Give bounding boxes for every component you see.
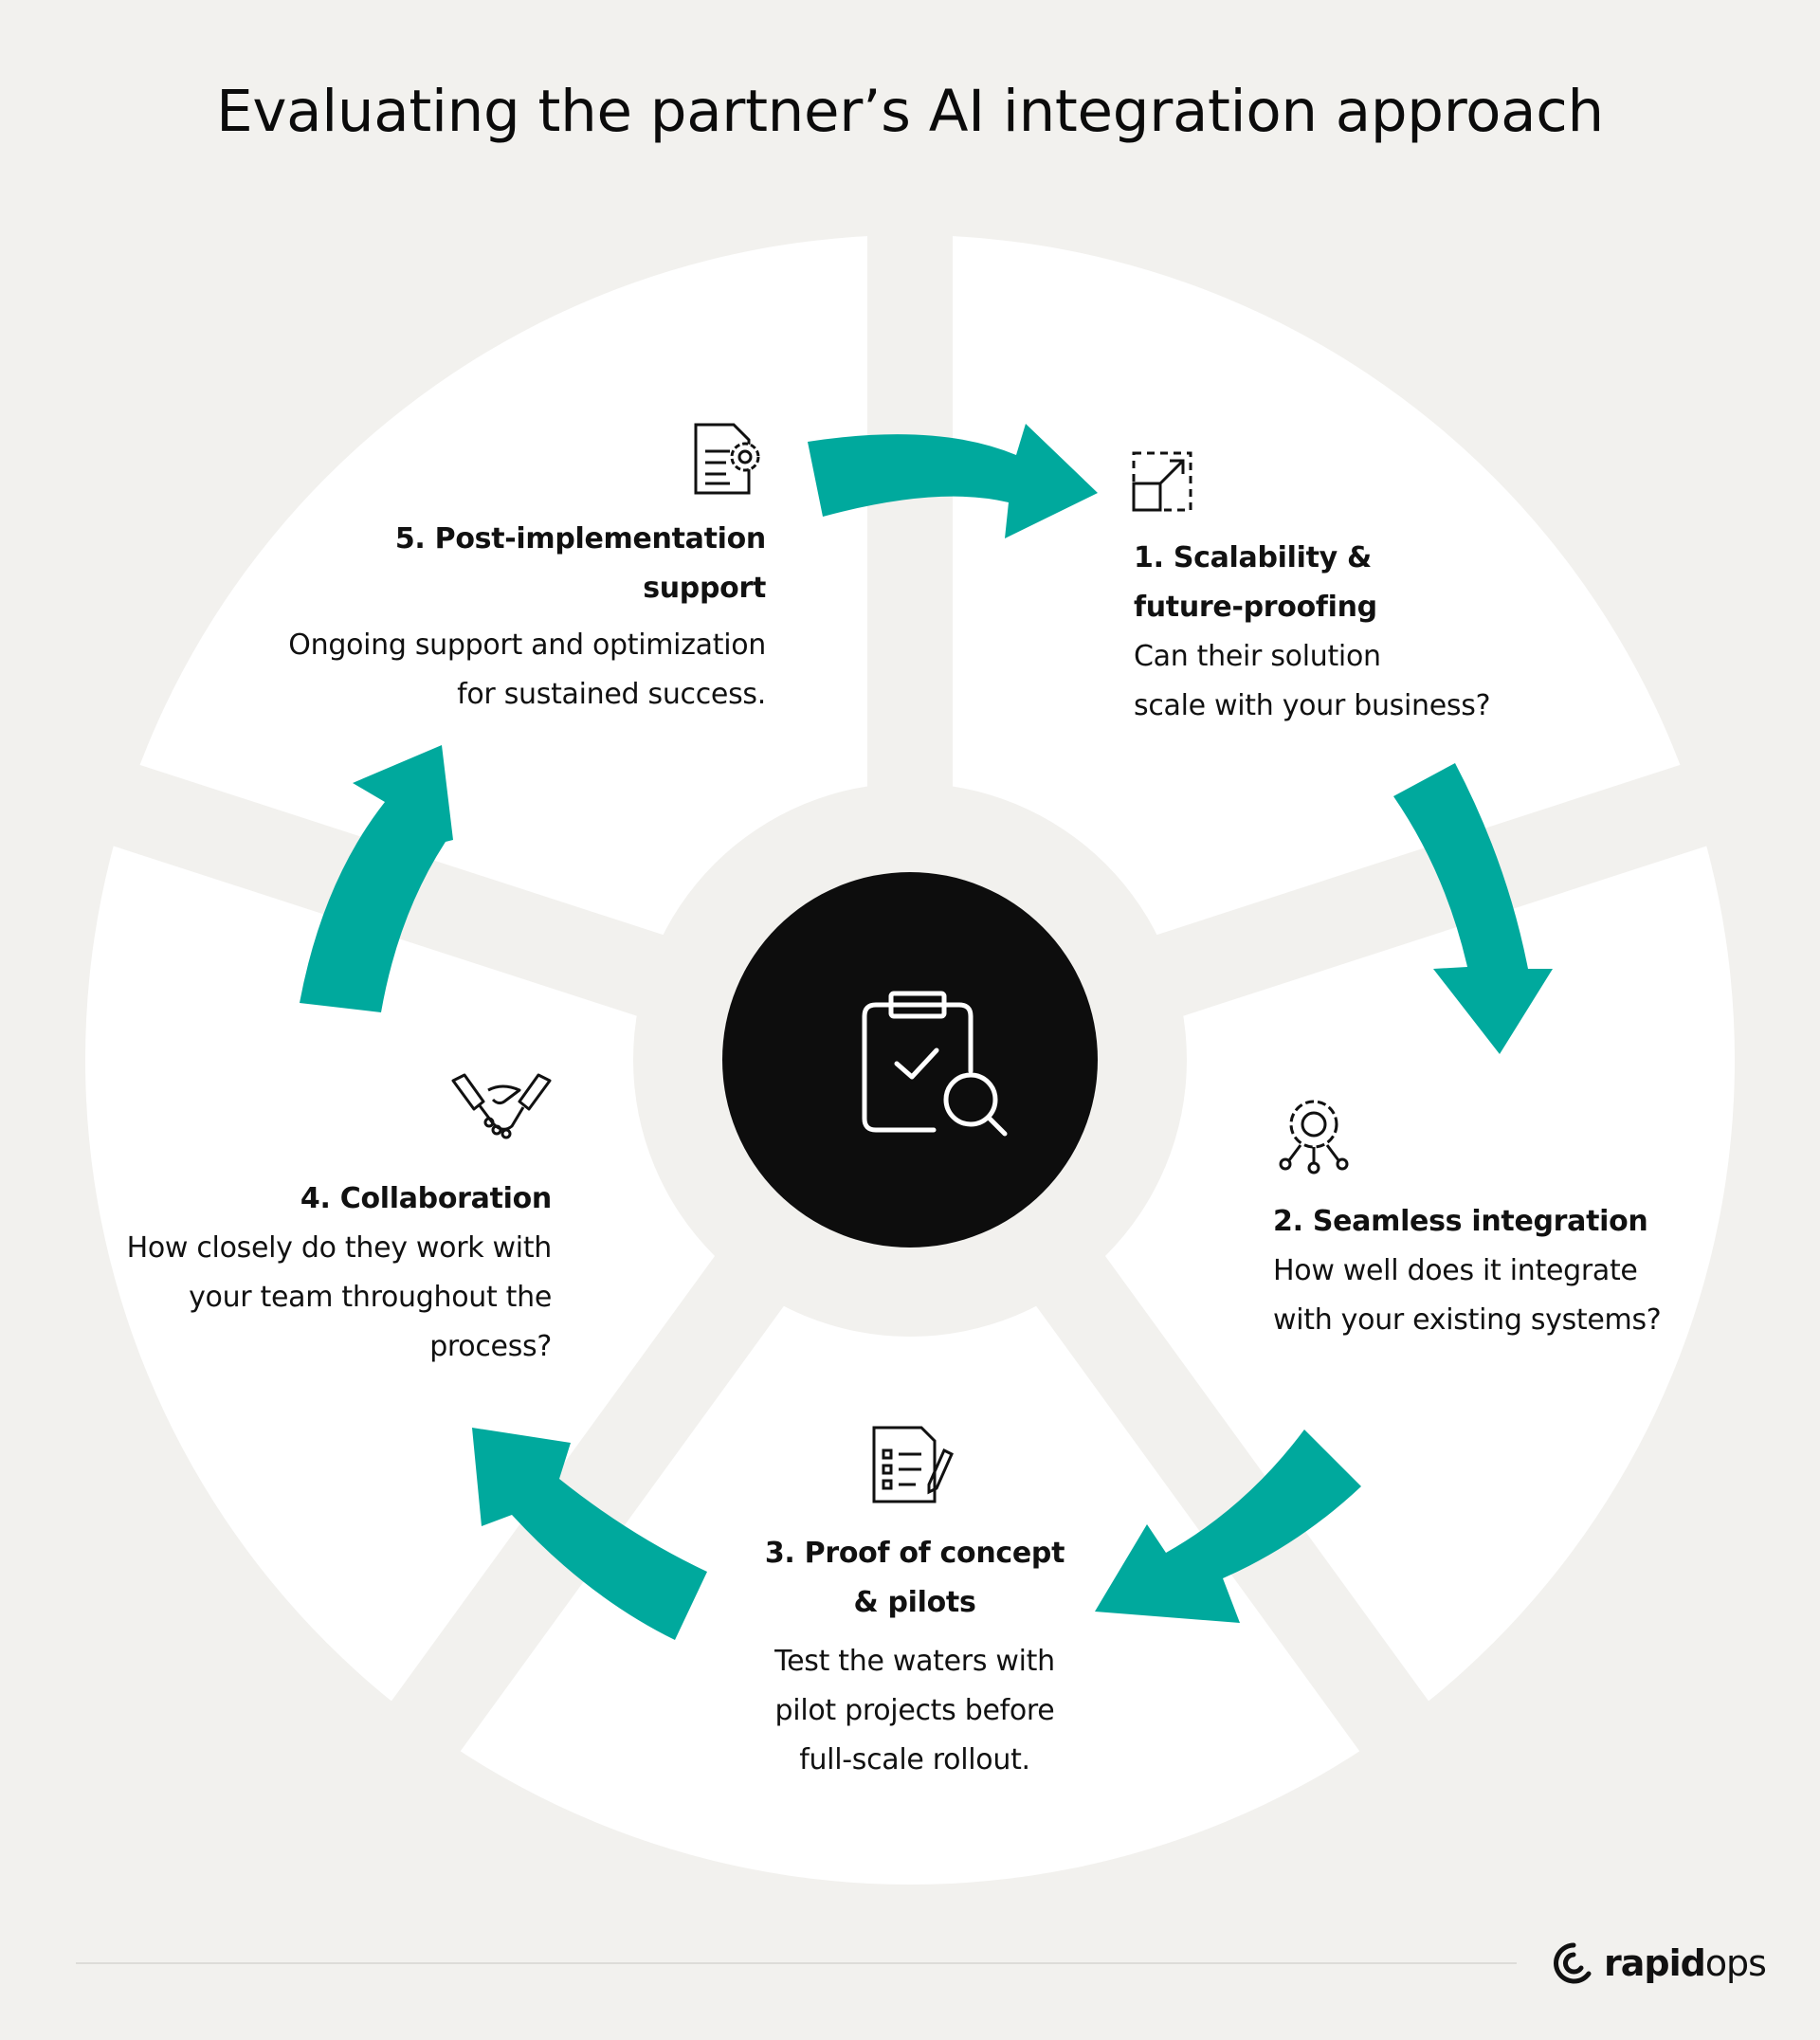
step-3-title-line: 3. Proof of concept xyxy=(764,1537,1065,1570)
step-1-title-line: 1. Scalability & xyxy=(1134,541,1372,574)
step-2: 2. Seamless integration How well does it… xyxy=(1273,1197,1709,1345)
step-4-title: 4. Collaboration xyxy=(95,1175,552,1224)
step-3-title-line: & pilots xyxy=(853,1586,976,1619)
step-2-desc-line: with your existing systems? xyxy=(1273,1303,1662,1337)
step-4-desc-line: How closely do they work with xyxy=(126,1231,553,1265)
step-1-desc-line: scale with your business? xyxy=(1134,689,1491,722)
step-4: 4. Collaboration How closely do they wor… xyxy=(95,1175,553,1372)
rapidops-logo-icon xyxy=(1554,1942,1592,1984)
step-5-title-line: support xyxy=(643,572,766,605)
center-circle xyxy=(722,872,1098,1248)
step-5: 5. Post-implementation support Ongoing s… xyxy=(256,515,766,719)
step-1-description: Can their solution scale with your busin… xyxy=(1134,632,1532,731)
step-3-description: Test the waters with pilot projects befo… xyxy=(720,1637,1109,1785)
step-5-desc-line: Ongoing support and optimization xyxy=(288,628,766,662)
step-2-description: How well does it integrate with your exi… xyxy=(1273,1247,1709,1345)
step-4-title-line: 4. Collaboration xyxy=(300,1182,552,1215)
checklist-pencil-icon xyxy=(872,1426,954,1503)
arrow-5-to-1 xyxy=(808,424,1098,538)
step-2-title: 2. Seamless integration xyxy=(1273,1197,1709,1247)
cycle-arrows xyxy=(300,424,1553,1640)
step-4-desc-line: process? xyxy=(429,1330,552,1363)
step-1-title: 1. Scalability & future-proofing xyxy=(1134,534,1532,632)
arrow-2-to-3 xyxy=(1095,1430,1361,1623)
step-1: 1. Scalability & future-proofing Can the… xyxy=(1134,534,1532,731)
brand-name-part2: ops xyxy=(1704,1942,1767,1984)
step-5-title: 5. Post-implementation support xyxy=(256,515,766,613)
brand-logo: rapidops xyxy=(1551,1938,1767,1989)
step-3-desc-line: pilot projects before xyxy=(774,1694,1055,1727)
step-3-desc-line: full-scale rollout. xyxy=(799,1743,1030,1776)
step-2-title-line: 2. Seamless integration xyxy=(1273,1205,1648,1238)
arrow-3-to-4 xyxy=(472,1428,707,1640)
document-gear-icon xyxy=(694,423,760,495)
step-3: 3. Proof of concept & pilots Test the wa… xyxy=(720,1529,1109,1785)
step-5-title-line: 5. Post-implementation xyxy=(394,522,766,556)
step-2-desc-line: How well does it integrate xyxy=(1273,1254,1638,1287)
footer-divider xyxy=(76,1962,1517,1964)
brand-name-part1: rapid xyxy=(1604,1942,1706,1984)
step-1-desc-line: Can their solution xyxy=(1134,640,1381,673)
step-5-description: Ongoing support and optimization for sus… xyxy=(256,621,766,719)
clipboard-search-icon xyxy=(862,991,1008,1137)
step-1-title-line: future-proofing xyxy=(1134,591,1377,624)
page-title: Evaluating the partner’s AI integration … xyxy=(216,78,1604,145)
gear-network-icon xyxy=(1279,1100,1349,1175)
arrow-1-to-2 xyxy=(1393,763,1553,1054)
scale-expand-icon xyxy=(1132,451,1192,512)
step-4-desc-line: your team throughout the xyxy=(189,1281,552,1314)
step-3-title: 3. Proof of concept & pilots xyxy=(720,1529,1109,1628)
arrow-4-to-5 xyxy=(300,745,453,1012)
step-5-desc-line: for sustained success. xyxy=(457,678,766,711)
step-3-desc-line: Test the waters with xyxy=(774,1645,1055,1678)
step-4-description: How closely do they work with your team … xyxy=(95,1224,553,1372)
handshake-icon xyxy=(451,1073,552,1139)
